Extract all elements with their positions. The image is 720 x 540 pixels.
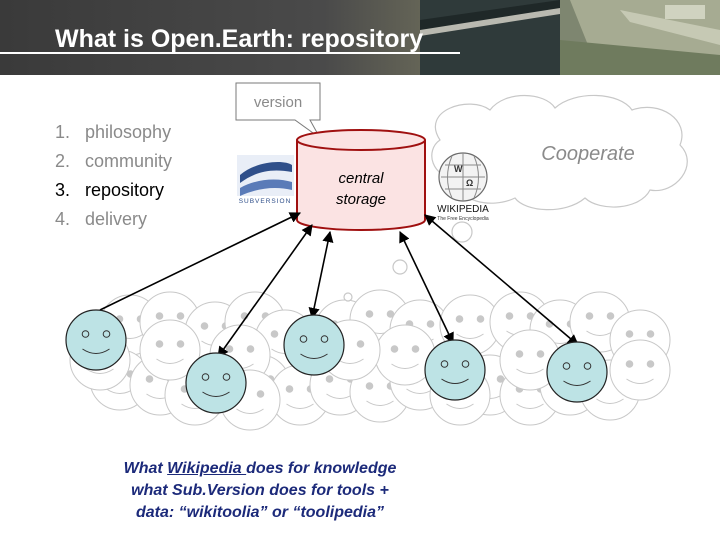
agenda-number: 1. [55, 122, 71, 142]
sync-arrows [99, 212, 579, 358]
subversion-logo: SUBVERSION [237, 155, 294, 205]
agenda-list: 1. philosophy 2. community 3. repository 4.… [55, 118, 172, 234]
agenda-number: 2. [55, 151, 71, 171]
storage-label-line1: central [338, 170, 384, 187]
agenda-label: community [85, 151, 173, 171]
caption-line1-pre: What [123, 460, 168, 477]
svg-text:Ω: Ω [466, 178, 473, 188]
slide-title: What is Open.Earth: repository [55, 25, 424, 53]
agenda-item-delivery: 4. delivery [55, 205, 172, 234]
wikipedia-logo-tagline: The Free Encyclopedia [437, 216, 489, 222]
active-users [65, 309, 608, 414]
storage-label-line2: storage [336, 191, 386, 208]
agenda-item-philosophy: 1. philosophy [55, 118, 172, 147]
agenda-label: delivery [85, 209, 148, 229]
title-underline [0, 52, 460, 54]
agenda-item-repository: 3. repository [55, 176, 172, 205]
slide-header: What is Open.Earth: repository [0, 0, 720, 75]
crowd-face [139, 319, 201, 381]
cooperate-label: Cooperate [541, 143, 634, 165]
wikipedia-logo-name: WIKIPEDIA [437, 204, 489, 215]
active-user-face-1 [65, 309, 127, 371]
crowd-face [609, 339, 671, 401]
version-label: version [254, 94, 302, 111]
agenda-number: 3. [55, 180, 71, 200]
version-callout: version [235, 82, 321, 139]
wikipedia-link[interactable]: Wikipedia [167, 460, 247, 477]
arrow-user3 [308, 230, 334, 320]
active-user-face-4 [424, 339, 486, 401]
subversion-logo-text: SUBVERSION [239, 198, 292, 205]
active-user-face-5 [546, 341, 608, 403]
wikipedia-logo: W Ω WIKIPEDIA The Free Encyclopedia [437, 152, 489, 222]
svg-text:W: W [454, 164, 463, 174]
active-user-face-2 [185, 352, 247, 414]
arrow-user5 [424, 214, 579, 346]
caption: What Wikipedia does for knowledge what S… [40, 458, 480, 524]
agenda-label: repository [85, 180, 165, 200]
agenda-item-community: 2. community [55, 147, 172, 176]
agenda-label: philosophy [85, 122, 172, 142]
central-storage-cylinder: central storage [296, 129, 426, 231]
caption-line3: data: “wikitoolia” or “toolipedia” [135, 504, 384, 521]
arrow-user2 [217, 224, 313, 358]
aerial-photo [420, 0, 720, 75]
caption-line1-post: does for knowledge [246, 460, 397, 477]
active-user-face-3 [283, 314, 345, 376]
caption-line2: what Sub.Version does for tools + [131, 482, 389, 499]
agenda-number: 4. [55, 209, 71, 229]
caption-line1: What Wikipedia does for knowledge [40, 458, 480, 480]
